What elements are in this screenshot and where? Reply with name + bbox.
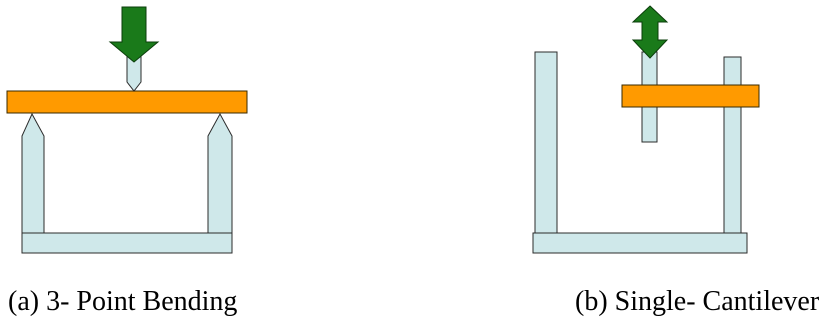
three-point-left-support [21,112,45,234]
three-point-bending-diagram [6,6,248,254]
oscillation-arrow [631,5,669,59]
three-point-sample-beam [6,90,248,114]
cantilever-right-post [723,56,742,234]
caption-single-cantilever: (b) Single- Cantilever [575,286,820,317]
cantilever-left-post [534,51,558,234]
caption-three-point-bending: (a) 3- Point Bending [8,286,238,317]
cantilever-base-plate [532,232,748,254]
cantilever-sample-beam [621,84,760,108]
three-point-base-plate [21,232,233,254]
three-point-right-support [207,112,233,234]
single-cantilever-diagram [532,5,760,254]
downward-force-arrow [108,6,160,63]
